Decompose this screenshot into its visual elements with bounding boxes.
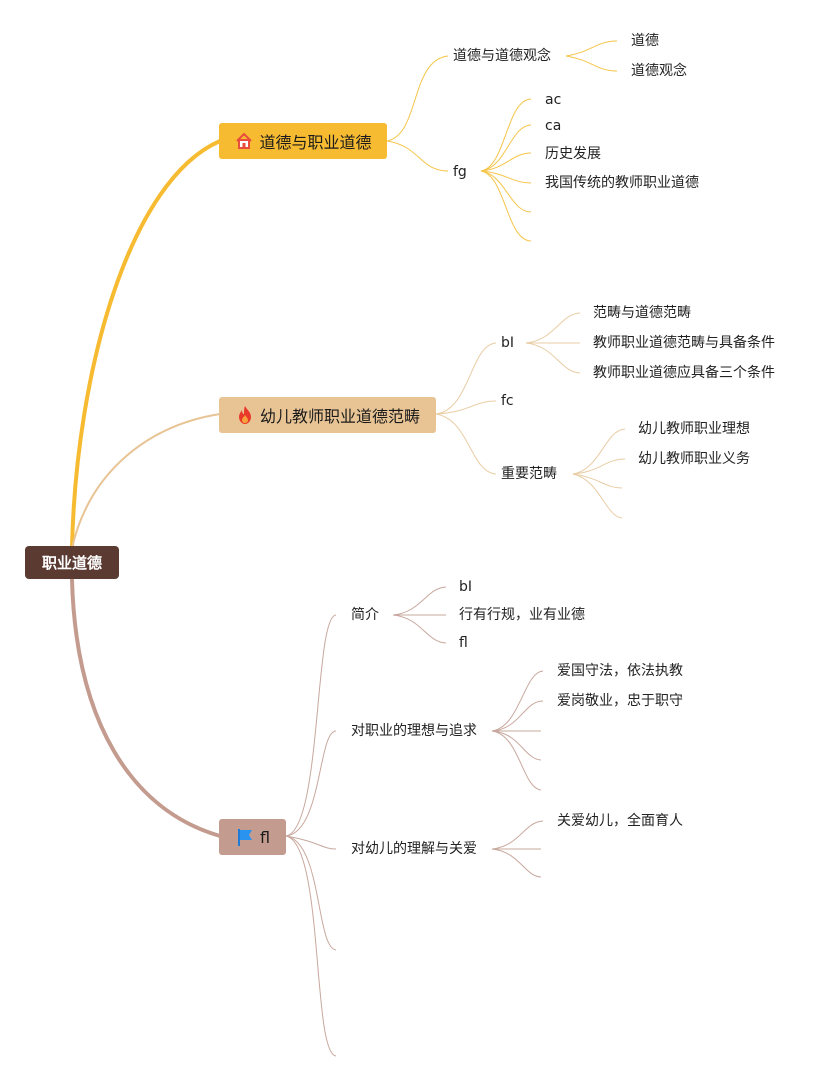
leaf-node[interactable]: bI bbox=[459, 579, 473, 595]
leaf-node[interactable]: 幼儿教师职业理想 bbox=[638, 421, 750, 437]
connector-root-branch-2 bbox=[71, 413, 221, 549]
leaf-node[interactable]: 道德观念 bbox=[631, 63, 687, 79]
leaf-node[interactable]: 教师职业道德应具备三个条件 bbox=[593, 365, 775, 381]
branch-label-3: fl bbox=[259, 827, 271, 847]
connector-lines bbox=[70, 40, 626, 1057]
topic-node[interactable]: bI bbox=[501, 335, 515, 351]
leaf-node[interactable]: fl bbox=[459, 635, 468, 651]
topic-node[interactable]: 重要范畴 bbox=[501, 466, 557, 482]
topic-node[interactable]: fc bbox=[501, 393, 514, 409]
leaf-node[interactable]: 我国传统的教师职业道德 bbox=[545, 175, 699, 191]
leaf-node[interactable]: 范畴与道德范畴 bbox=[593, 305, 691, 321]
branch-node-1[interactable]: 道德与职业道德 bbox=[219, 123, 387, 159]
root-label: 职业道德 bbox=[41, 554, 102, 572]
leaf-node[interactable]: 爱国守法，依法执教 bbox=[557, 663, 683, 679]
topic-node[interactable]: 对职业的理想与追求 bbox=[351, 723, 477, 739]
topic-node[interactable]: 对幼儿的理解与关爱 bbox=[351, 841, 477, 857]
branch-node-3[interactable]: fl bbox=[219, 819, 286, 855]
branch-label-1: 道德与职业道德 bbox=[259, 133, 372, 152]
topic-node[interactable]: fg bbox=[453, 164, 467, 180]
branch-label-2: 幼儿教师职业道德范畴 bbox=[259, 407, 420, 426]
leaf-node[interactable]: ac bbox=[545, 92, 562, 108]
leaf-node[interactable]: 爱岗敬业，忠于职守 bbox=[557, 693, 683, 709]
leaf-node[interactable]: 幼儿教师职业义务 bbox=[638, 451, 750, 467]
connectors-branch-3 bbox=[285, 586, 544, 1057]
root-node[interactable]: 职业道德 bbox=[25, 546, 119, 579]
connectors-branch-2 bbox=[435, 312, 626, 519]
fire-icon bbox=[238, 406, 251, 424]
flag-icon bbox=[237, 829, 252, 846]
connectors-branch-1 bbox=[386, 40, 618, 242]
leaf-node[interactable]: 关爱幼儿，全面育人 bbox=[557, 813, 683, 829]
connector-root-branch-3 bbox=[70, 578, 222, 838]
leaf-node[interactable]: 教师职业道德范畴与具备条件 bbox=[593, 335, 775, 351]
leaf-node[interactable]: 行有行规，业有业德 bbox=[459, 607, 585, 623]
leaf-node[interactable]: 历史发展 bbox=[545, 146, 601, 162]
topic-node[interactable]: 简介 bbox=[351, 607, 379, 623]
branch-node-2[interactable]: 幼儿教师职业道德范畴 bbox=[219, 397, 436, 433]
leaf-node[interactable]: 道德 bbox=[631, 33, 659, 49]
leaf-node[interactable]: ca bbox=[545, 118, 562, 134]
connector-root-branch-1 bbox=[70, 139, 222, 550]
topic-node[interactable]: 道德与道德观念 bbox=[453, 48, 551, 64]
house-icon bbox=[236, 133, 253, 149]
